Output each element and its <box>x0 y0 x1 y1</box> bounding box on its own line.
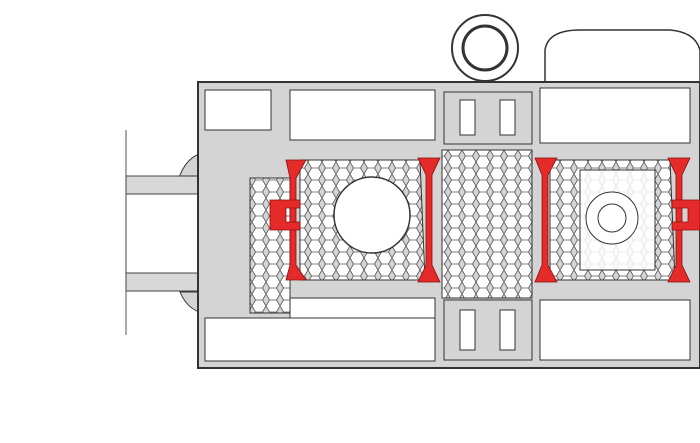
thermal-break-strips <box>269 157 700 283</box>
hinge-knuckle <box>451 14 519 82</box>
